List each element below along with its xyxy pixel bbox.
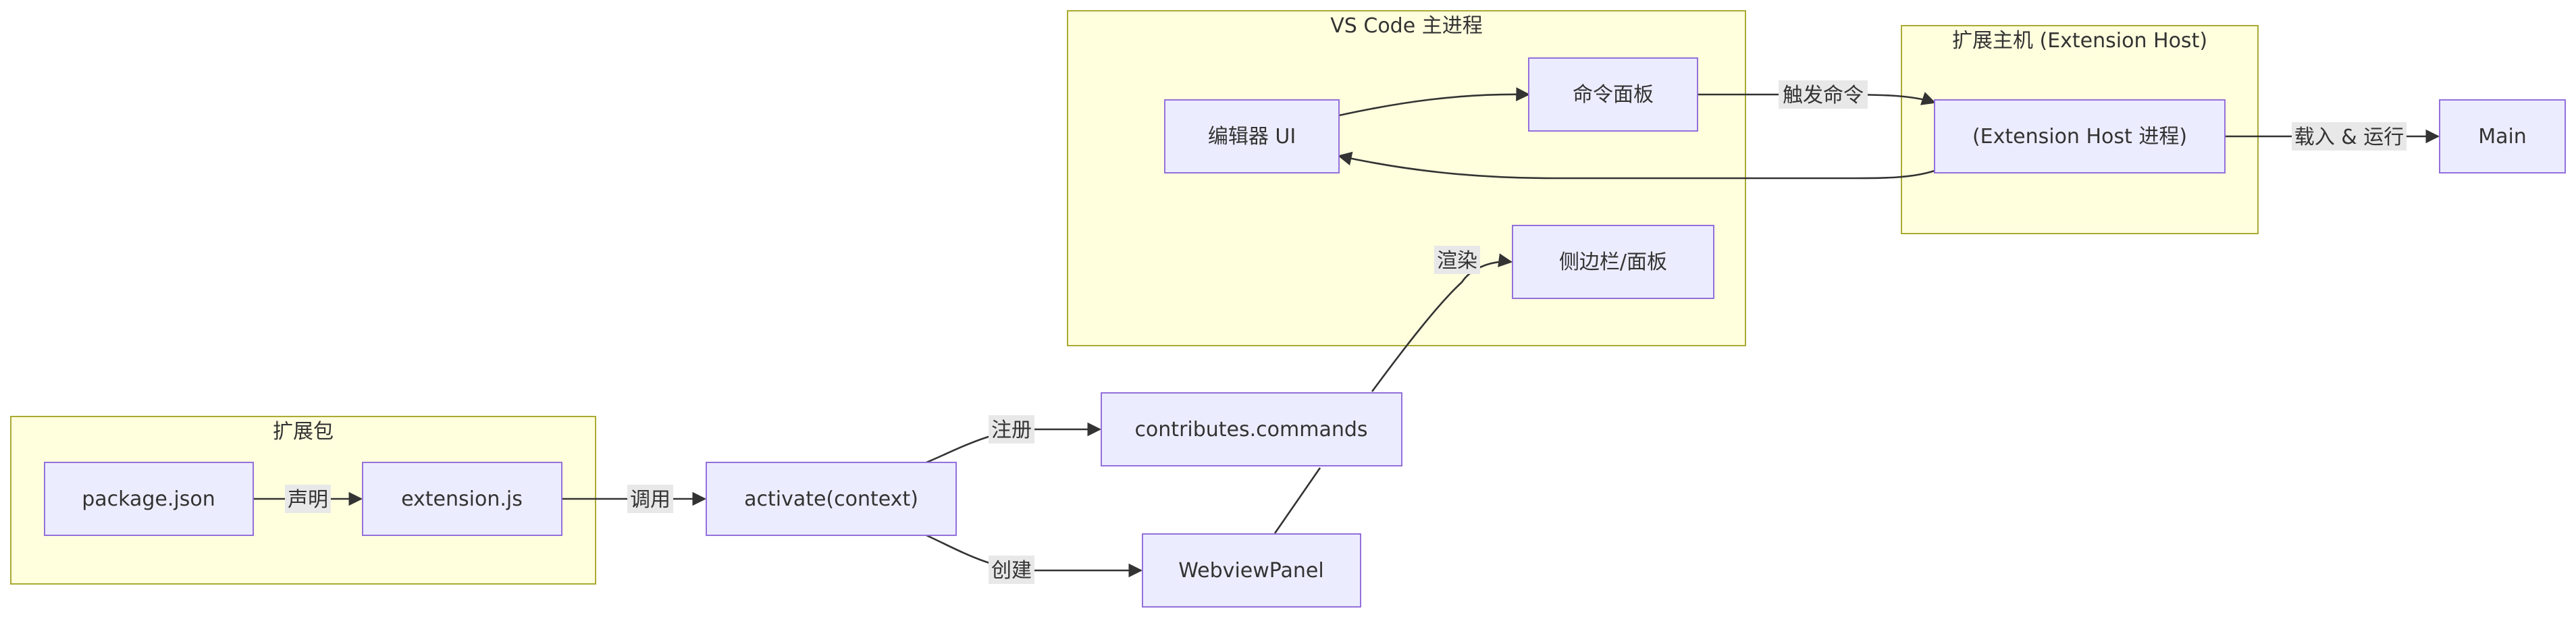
- cluster-package-title: 扩展包: [273, 420, 334, 444]
- node-main: Main: [2439, 99, 2566, 173]
- svg-text:extension.js: extension.js: [401, 487, 523, 511]
- svg-text:Main: Main: [2478, 125, 2527, 149]
- svg-text:载入 & 运行: 载入 & 运行: [2294, 126, 2404, 149]
- svg-text:创建: 创建: [991, 559, 1032, 583]
- edge-label-declare: 声明: [285, 485, 331, 513]
- svg-text:注册: 注册: [991, 419, 1032, 442]
- node-webview-panel: WebviewPanel: [1142, 533, 1361, 608]
- edge-label-trigger: 触发命令: [1779, 80, 1868, 109]
- node-editor-ui: 编辑器 UI: [1164, 99, 1340, 173]
- svg-text:WebviewPanel: WebviewPanel: [1178, 559, 1323, 583]
- edge-host-to-editor: [1337, 151, 1935, 180]
- node-package-json: package.json: [44, 462, 254, 536]
- edge-commands-to-sidebar: [1371, 253, 1513, 392]
- edge-label-register: 注册: [989, 415, 1034, 444]
- node-extension-host-process: (Extension Host 进程): [1934, 99, 2226, 173]
- svg-text:编辑器 UI: 编辑器 UI: [1208, 125, 1296, 149]
- node-sidebar-panel: 侧边栏/面板: [1512, 225, 1714, 299]
- svg-text:渲染: 渲染: [1437, 249, 1477, 273]
- svg-text:调用: 调用: [630, 488, 671, 512]
- node-command-palette: 命令面板: [1528, 57, 1698, 132]
- edge-label-call: 调用: [627, 485, 673, 513]
- node-activate-context: activate(context): [706, 462, 957, 536]
- svg-text:侧边栏/面板: 侧边栏/面板: [1559, 250, 1667, 274]
- svg-text:声明: 声明: [288, 488, 328, 512]
- cluster-host-title: 扩展主机 (Extension Host): [1952, 29, 2207, 53]
- edge-label-render: 渲染: [1434, 246, 1480, 274]
- svg-text:contributes.commands: contributes.commands: [1134, 418, 1367, 441]
- svg-text:命令面板: 命令面板: [1573, 83, 1654, 107]
- node-extension-js: extension.js: [362, 462, 562, 536]
- edge-label-create: 创建: [989, 556, 1034, 584]
- cluster-vscode-title: VS Code 主进程: [1330, 14, 1482, 38]
- edge-label-load-run: 载入 & 运行: [2292, 122, 2407, 151]
- svg-text:activate(context): activate(context): [744, 487, 918, 511]
- svg-text:触发命令: 触发命令: [1783, 84, 1864, 107]
- edge-webview-to-sidebar: [1273, 467, 1321, 534]
- edge-editor-to-palette: [1338, 87, 1531, 117]
- svg-text:package.json: package.json: [82, 487, 215, 511]
- svg-text:(Extension Host 进程): (Extension Host 进程): [1972, 125, 2187, 149]
- node-contributes-commands: contributes.commands: [1101, 392, 1402, 466]
